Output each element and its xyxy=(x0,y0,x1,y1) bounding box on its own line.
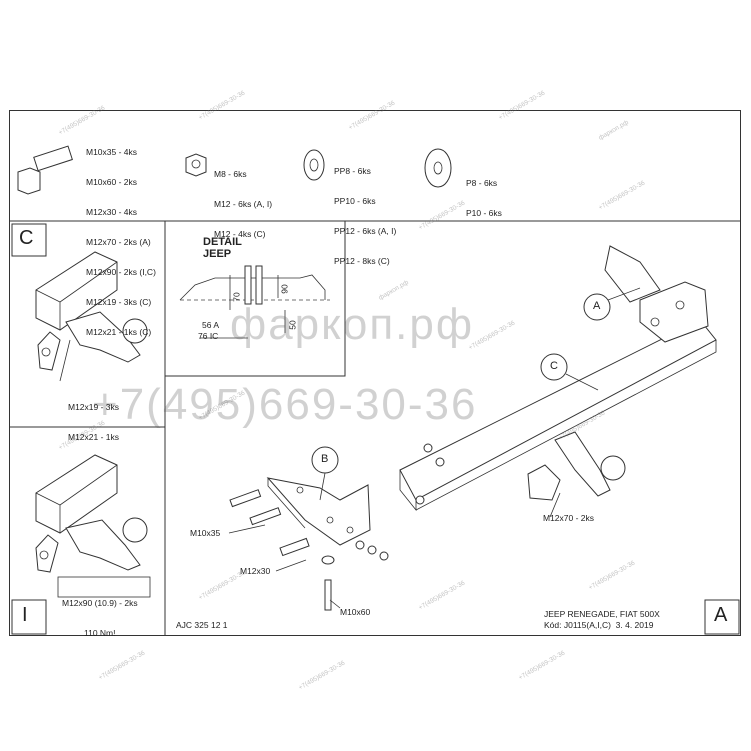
nut-item: M12 - 6ks (A, I) xyxy=(214,199,273,209)
washer-item: PP12 - 8ks (C) xyxy=(334,256,390,266)
detail-dim-76ic: 76 IC xyxy=(198,331,219,341)
bolt-item: M10x60 - 2ks xyxy=(86,177,138,187)
hardware-washers-pp-list: PP8 - 6ks PP10 - 6ks PP12 - 6ks (A, I) P… xyxy=(334,146,396,276)
callout-a: A xyxy=(593,300,601,312)
washer-pp-icon xyxy=(303,149,325,181)
panel-c-sketch xyxy=(35,251,148,382)
bracket-b xyxy=(266,477,371,546)
panel-i-labels: M12x90 (10.9) - 2ks 110 Nm! xyxy=(62,578,138,648)
kod-date: Kód: J0115(A,I,C) 3. 4. 2019 xyxy=(544,620,654,630)
detail-dim-70: 70 xyxy=(231,292,242,302)
label-m10x35: M10x35 xyxy=(190,528,221,538)
panel-c-label: M12x19 - 3ks xyxy=(68,402,120,412)
callout-c-circle xyxy=(540,353,568,381)
vehicle-model: JEEP RENEGADE, FIAT 500X xyxy=(544,609,660,619)
svg-text:фаркоп.рф: фаркоп.рф xyxy=(378,279,411,302)
svg-text:+7(495)669-30-36: +7(495)669-30-36 xyxy=(588,559,637,591)
panel-i-label: M12x90 (10.9) - 2ks xyxy=(62,598,138,608)
watermark-phone: +7(495)669-30-36 xyxy=(92,380,478,429)
version-letter: A xyxy=(714,604,728,626)
panel-c-label: M12x21 - 1ks xyxy=(68,432,120,442)
nut-icon xyxy=(185,153,207,177)
svg-text:+7(495)669-30-36: +7(495)669-30-36 xyxy=(518,649,567,681)
svg-text:+7(495)669-30-36: +7(495)669-30-36 xyxy=(198,89,247,121)
bolt-item: M12x21 - 1ks (C) xyxy=(86,327,152,337)
detail-title-line: DETAIL xyxy=(203,236,242,248)
panel-i-label: 110 Nm! xyxy=(84,628,116,638)
washer-item: PP10 - 6ks xyxy=(334,196,376,206)
washer-item: PP12 - 6ks (A, I) xyxy=(334,226,397,236)
svg-text:+7(495)669-30-36: +7(495)669-30-36 xyxy=(418,199,467,231)
detail-dim-90: 90 xyxy=(279,284,290,294)
svg-text:+7(495)669-30-36: +7(495)669-30-36 xyxy=(418,579,467,611)
detail-dim-50: 50 xyxy=(287,320,298,330)
bolt-item: M10x35 - 4ks xyxy=(86,147,138,157)
washer-item: P10 - 6ks xyxy=(466,208,502,218)
callout-b: B xyxy=(321,453,329,465)
panel-i-letter: I xyxy=(22,604,28,626)
crossbar xyxy=(399,245,717,512)
drawing-sheet xyxy=(9,110,741,636)
detail-dim-56a: 56 A xyxy=(202,320,220,330)
svg-text:+7(495)669-30-36: +7(495)669-30-36 xyxy=(298,659,347,691)
svg-text:+7(495)669-30-36: +7(495)669-30-36 xyxy=(98,649,147,681)
detail-title-line: JEEP xyxy=(203,248,232,260)
label-m10x60: M10x60 xyxy=(340,607,371,617)
panel-c-letter: C xyxy=(19,227,34,249)
svg-text:+7(495)669-30-36: +7(495)669-30-36 xyxy=(348,99,397,131)
detail-sketch xyxy=(179,265,330,339)
assembly-bolts xyxy=(229,443,445,611)
hardware-nuts-list: M8 - 6ks M12 - 6ks (A, I) M12 - 4ks (C) xyxy=(214,149,272,249)
svg-text:фаркоп.рф: фаркоп.рф xyxy=(598,119,631,142)
callout-a-circle xyxy=(583,293,611,321)
bolt-item: M12x70 - 2ks (A) xyxy=(86,237,151,247)
washer-p-icon xyxy=(424,148,452,188)
svg-text:+7(495)669-30-36: +7(495)669-30-36 xyxy=(598,179,647,211)
bolt-item: M12x19 - 3ks (C) xyxy=(86,297,152,307)
washer-item: PP8 - 6ks xyxy=(334,166,371,176)
drawing-code: AJC 325 12 1 xyxy=(176,620,228,630)
washer-item: P8 - 6ks xyxy=(466,178,498,188)
label-m12x30: M12x30 xyxy=(240,566,271,576)
bolt-item: M12x90 - 2ks (I,C) xyxy=(86,267,156,277)
svg-text:+7(495)669-30-36: +7(495)669-30-36 xyxy=(468,319,517,351)
panel-c-labels: M12x19 - 3ks M12x21 - 1ks xyxy=(68,382,119,452)
tow-ball xyxy=(527,431,626,501)
nut-item: M8 - 6ks xyxy=(214,169,247,179)
detail-title: DETAIL JEEP xyxy=(203,236,242,260)
bolt-item: M12x30 - 4ks xyxy=(86,207,138,217)
svg-text:+7(495)669-30-36: +7(495)669-30-36 xyxy=(498,89,547,121)
callout-c: C xyxy=(550,360,558,372)
nut-item: M12 - 4ks (C) xyxy=(214,229,266,239)
label-m12x70: M12x70 - 2ks xyxy=(543,513,595,523)
hardware-bolts-list: M10x35 - 4ks M10x60 - 2ks M12x30 - 4ks M… xyxy=(86,127,156,347)
watermark-site: фаркоп.рф xyxy=(230,300,475,349)
bolt-icon xyxy=(17,145,73,195)
panel-i-sketch xyxy=(35,454,151,598)
hardware-washers-p-list: P8 - 6ks P10 - 6ks xyxy=(466,158,502,228)
